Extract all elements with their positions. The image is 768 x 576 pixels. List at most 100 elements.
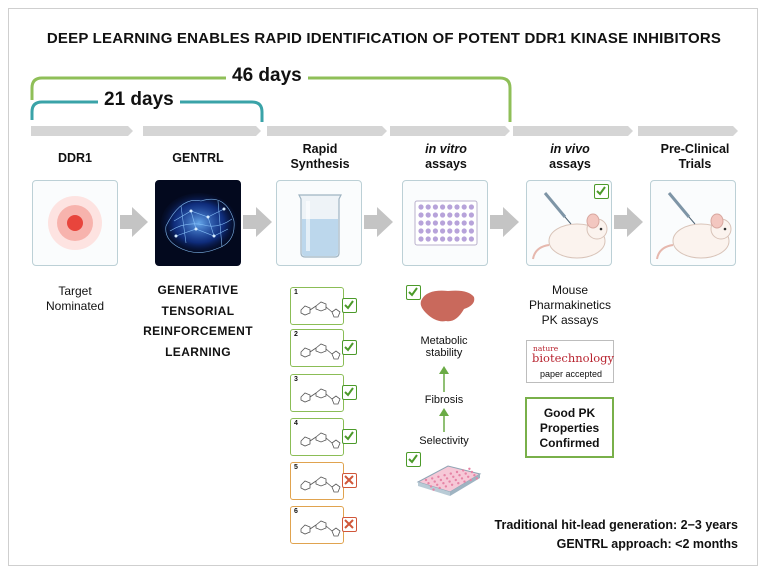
plate-well [440,204,445,209]
plate-well [469,220,474,225]
plate-well [440,212,445,217]
plate-well [454,212,459,217]
molecule-structure-icon [291,288,343,324]
plate-well [473,474,475,476]
journal-logo-large: biotechnology [532,351,614,365]
molecule-structure-icon [291,419,343,455]
plate-well [426,220,431,225]
plate-well [426,204,431,209]
plate-well [436,484,438,486]
plate-well [465,472,467,474]
gentrl-time-note: GENTRL approach: <2 months [557,537,738,551]
plate-well [445,485,447,487]
molecule-card: 4 [290,418,344,456]
synthesis-beaker-panel [276,180,362,266]
plate-well [425,479,427,481]
metabolic-stability-label: Metabolicstability [400,335,488,359]
molecule-structure-icon [291,463,343,499]
mouse-with-syringe-icon [651,181,736,266]
plate-well [462,204,467,209]
plate-well [440,228,445,233]
journal-note: paper accepted [527,369,615,379]
gentrl-acronym: GENERATIVE TENSORIAL REINFORCEMENT LEARN… [128,280,268,362]
timeline-segment-5 [513,126,633,136]
molecule-card: 5 [290,462,344,500]
plate-well [471,471,473,473]
plate-well [440,479,442,481]
plate-well [426,212,431,217]
in-vitro-plate-panel [402,180,488,266]
plate-well [432,488,434,490]
timeline-segment-6 [638,126,738,136]
plate-well [440,236,445,241]
plate-well [418,204,423,209]
timeline-segment-1 [31,126,133,136]
plate-well [426,236,431,241]
pass-check-icon [342,385,357,400]
plate-well [447,220,452,225]
plate-well [454,220,459,225]
ddr1-target-panel [32,180,118,266]
plate-well [470,479,472,481]
pass-check-icon [342,298,357,313]
plate-well [476,477,478,479]
plate-well [462,236,467,241]
liver-icon [418,287,478,327]
plate-well [454,228,459,233]
good-pk-box: Good PKPropertiesConfirmed [525,397,614,458]
short-duration-label: 21 days [98,89,180,111]
plate-well [440,220,445,225]
plate-well [469,204,474,209]
in-vivo-check-icon [594,184,609,199]
plate-well [462,228,467,233]
neural-brain-icon [156,181,241,266]
molecule-structure-icon [291,507,343,543]
plate-well [456,471,458,473]
plate-well [462,469,464,471]
plate-well [461,477,463,479]
plate-well [467,476,469,478]
plate-well [418,236,423,241]
plate-well [454,236,459,241]
timeline-segment-2 [143,126,261,136]
plate-well [462,212,467,217]
timeline-brackets [0,0,768,140]
step-label-ddr1: DDR1 [20,151,130,166]
plate-well [418,212,423,217]
plate-well [454,204,459,209]
in-vivo-caption: MousePharmakineticsPK assays [515,283,625,328]
plate-well [433,220,438,225]
plate-well [447,236,452,241]
plate-well [439,487,441,489]
plate-well [462,220,467,225]
plate-well [427,482,429,484]
plate-well [469,212,474,217]
plate-well [452,476,454,478]
plate-well [433,236,438,241]
plate-well [426,228,431,233]
plate-well [431,477,433,479]
plate-well [447,228,452,233]
plate-well [448,480,450,482]
plate-well [418,228,423,233]
preclinical-mouse-panel [650,180,736,266]
step-label-gentrl: GENTRL [143,151,253,166]
long-duration-label: 46 days [226,65,308,87]
gentrl-network-panel [155,180,241,266]
pass-check-icon [342,340,357,355]
molecule-structure-icon [291,375,343,411]
plate-well [430,485,432,487]
timeline-segment-4 [390,126,510,136]
pass-check-icon [342,429,357,444]
selectivity-plate-icon [414,456,484,496]
plate-well [447,212,452,217]
target-icon [33,181,118,266]
molecule-card: 1 [290,287,344,325]
well-plate-icon [403,181,488,266]
molecule-card: 2 [290,329,344,367]
